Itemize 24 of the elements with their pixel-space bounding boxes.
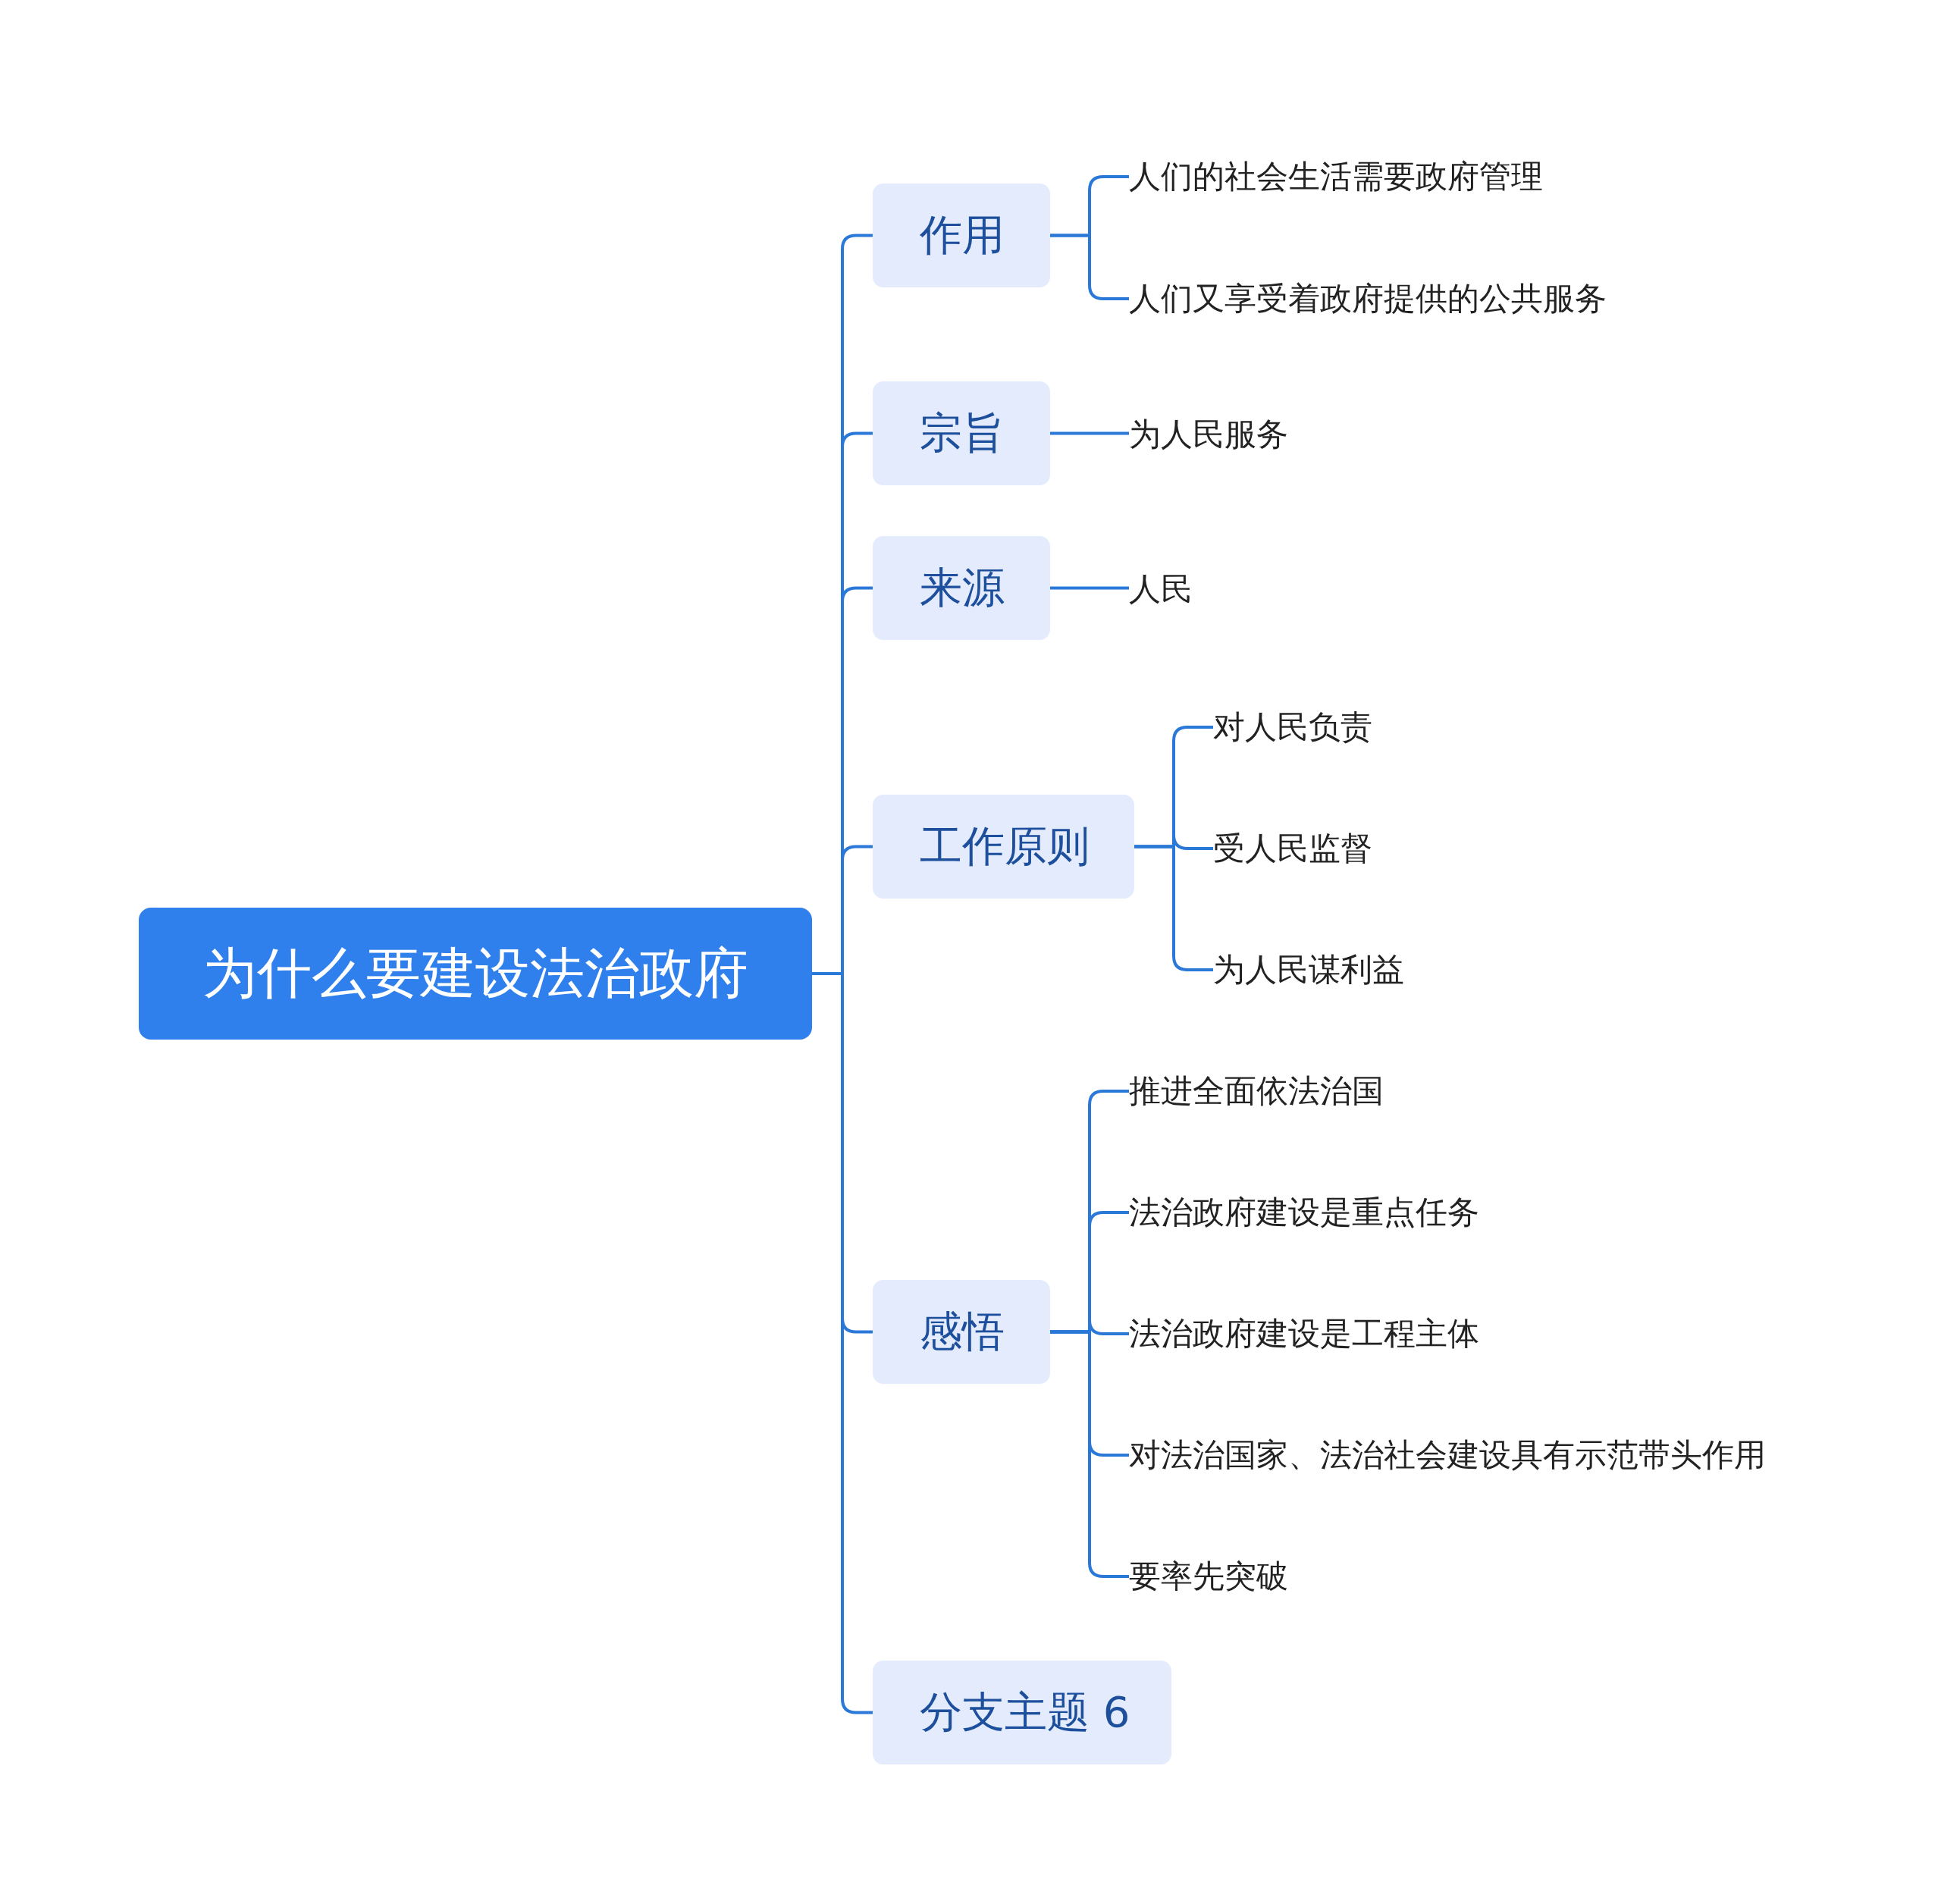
subtopic-text: 为人民服务 [1129,410,1288,459]
subtopic-text: 人们的社会生活需要政府管理 [1129,152,1543,201]
branch-topic-box: 感悟 [873,1280,1050,1384]
branch-topic-box: 工作原则 [873,795,1134,899]
branch-topic-box: 分支主题 6 [873,1661,1171,1764]
connector-line [1050,1330,1129,1578]
subtopic-text: 人们又享受着政府提供的公共服务 [1129,274,1607,323]
subtopic-text: 对人民负责 [1213,703,1372,751]
subtopic-text: 受人民监督 [1213,824,1372,873]
branch-topic-box: 作用 [873,183,1050,287]
subtopic-text: 人民 [1129,565,1193,613]
connector-line [1134,845,1213,971]
subtopic-text: 对法治国家、法治社会建设具有示范带头作用 [1129,1431,1766,1479]
branch-topic-box: 宗旨 [873,381,1050,485]
connector-line [1050,431,1129,435]
central-topic-box: 为什么要建设法治政府 [139,908,812,1040]
branch-topic-box: 来源 [873,536,1050,640]
connector-line [1050,586,1129,590]
subtopic-text: 法治政府建设是工程主体 [1129,1310,1479,1358]
subtopic-text: 要率先突破 [1129,1552,1288,1601]
subtopic-text: 为人民谋利益 [1213,946,1404,994]
subtopic-text: 推进全面依法治国 [1129,1067,1384,1115]
subtopic-text: 法治政府建设是重点任务 [1129,1188,1479,1237]
connector-line [1050,234,1129,300]
